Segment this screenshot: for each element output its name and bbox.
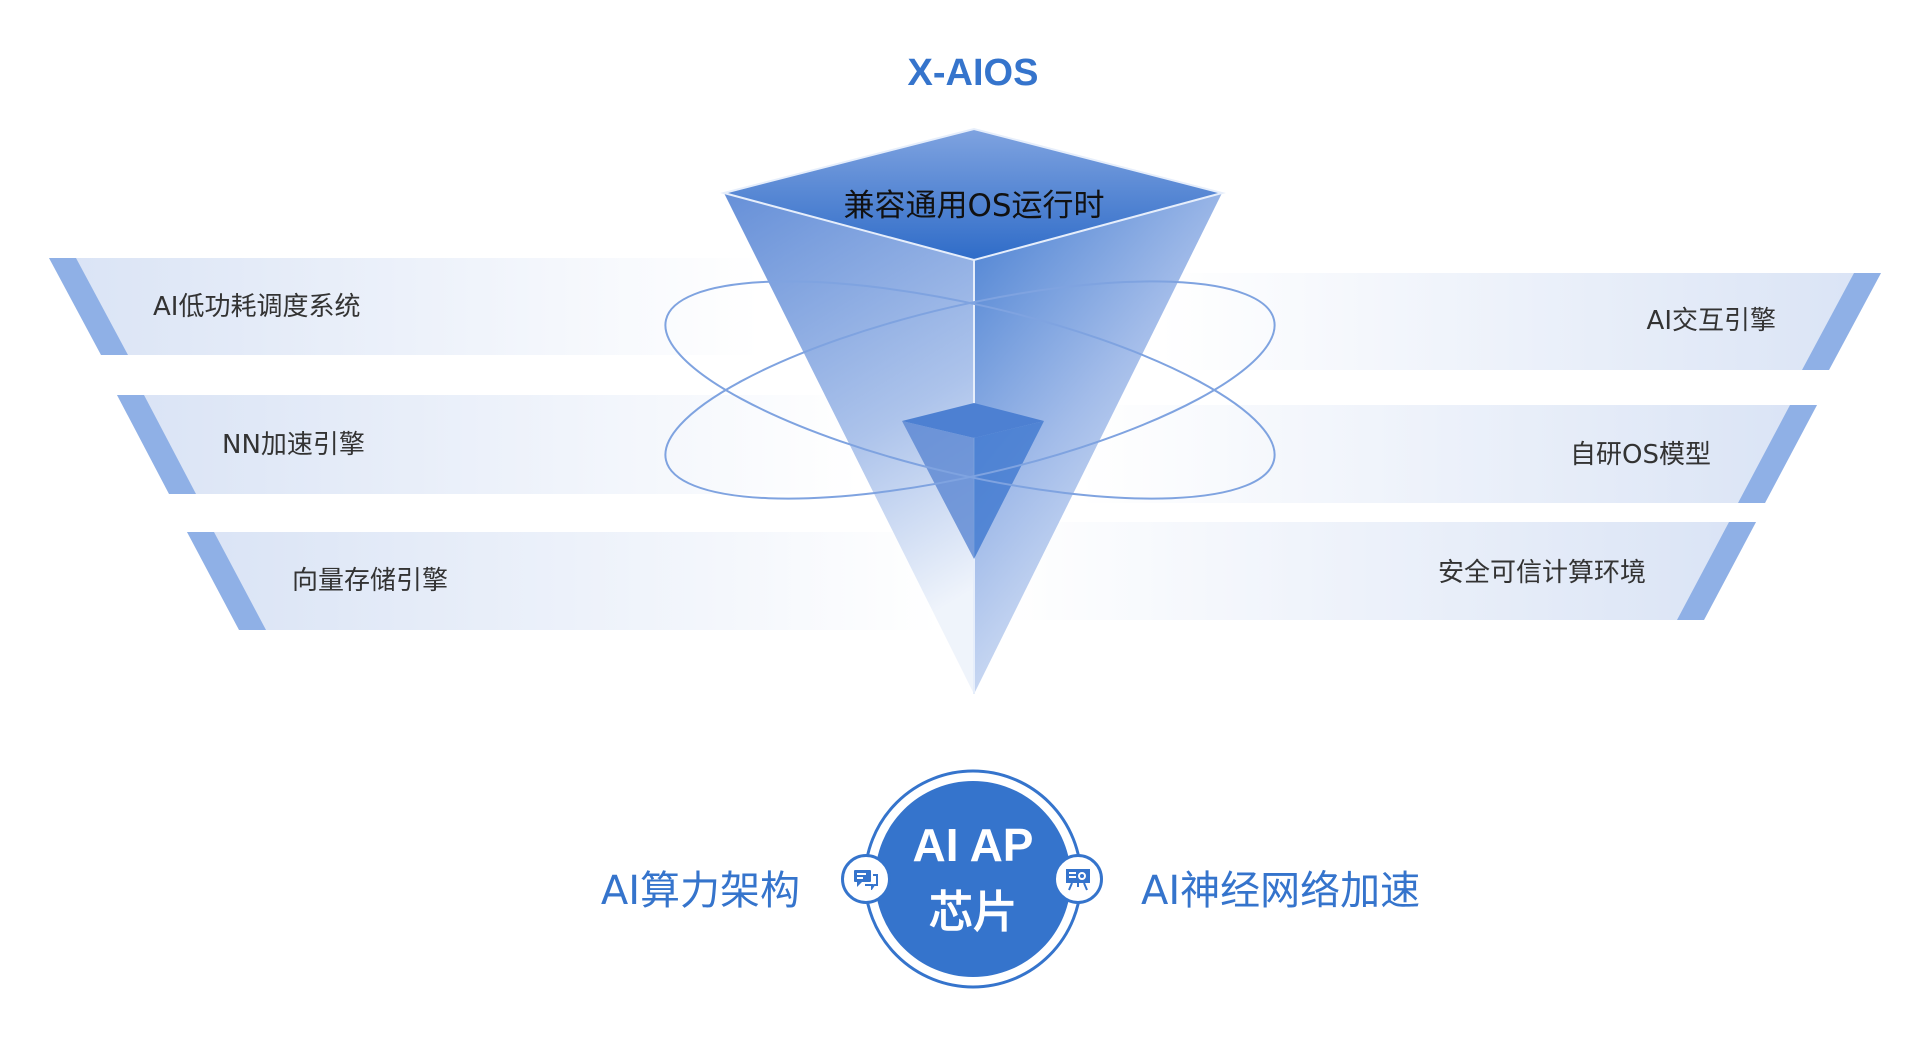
left-module: 向量存储引擎 bbox=[292, 566, 449, 596]
chat-icon bbox=[841, 854, 891, 904]
orbit-rings bbox=[664, 280, 1276, 500]
left-module: NN加速引擎 bbox=[222, 430, 365, 460]
right-feature: AI神经网络加速 bbox=[1141, 868, 1421, 914]
right-module: 自研OS模型 bbox=[1570, 440, 1711, 470]
right-module: 安全可信计算环境 bbox=[1437, 558, 1646, 588]
chip-line2: 芯片 bbox=[929, 887, 1017, 938]
chip-line1: AI AP bbox=[912, 819, 1034, 871]
left-module: AI低功耗调度系统 bbox=[153, 292, 361, 322]
top-layer-label: 兼容通用OS运行时 bbox=[843, 188, 1105, 224]
left-feature: AI算力架构 bbox=[600, 868, 800, 914]
title: X-AIOS bbox=[907, 52, 1039, 94]
presentation-icon bbox=[1053, 854, 1103, 904]
left-bands bbox=[49, 258, 940, 630]
chip-circle bbox=[875, 781, 1071, 977]
right-module: AI交互引擎 bbox=[1646, 306, 1776, 336]
